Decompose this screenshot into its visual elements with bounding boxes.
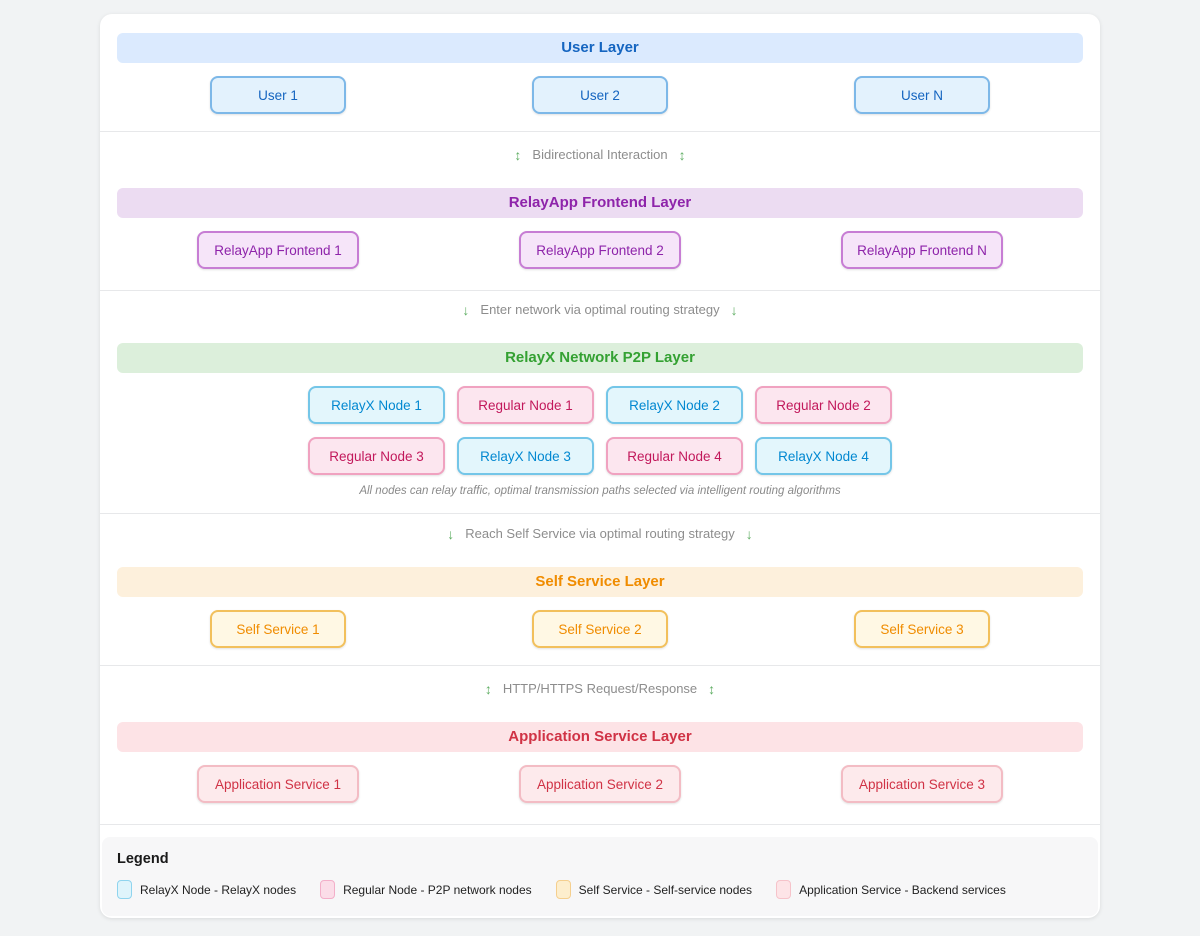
node-cell: Application Service 3 [761,765,1083,803]
app-service-node: Application Service 1 [197,765,359,803]
frontend-node: RelayApp Frontend N [841,231,1003,269]
connector-http-request-response: ↕ HTTP/HTTPS Request/Response ↕ [117,679,1083,699]
self-service-node-row: Self Service 1 Self Service 2 Self Servi… [117,610,1083,648]
legend-items: RelayX Node - RelayX nodes Regular Node … [117,880,1083,899]
down-arrow-icon: ↓ [462,302,470,318]
app-service-node: Application Service 2 [519,765,681,803]
connector-label: Bidirectional Interaction [532,147,668,162]
node-cell: Self Service 1 [117,610,439,648]
node-cell: User 1 [117,76,439,114]
diagram-card: User Layer User 1 User 2 User N ↕ Bidire… [100,14,1100,918]
layer-section-self-service: ↓ Reach Self Service via optimal routing… [100,513,1100,665]
app-service-node: Application Service 3 [841,765,1003,803]
p2p-node: RelayX Node 2 [606,386,743,424]
legend-title: Legend [117,851,169,867]
legend-item: Regular Node - P2P network nodes [320,880,532,899]
p2p-node: Regular Node 1 [457,386,594,424]
layer-section-user: User Layer User 1 User 2 User N [100,14,1100,131]
node-cell: Self Service 2 [439,610,761,648]
user-node-row: User 1 User 2 User N [117,76,1083,114]
updown-arrow-icon: ↕ [678,147,686,163]
p2p-node-row: Regular Node 3 RelayX Node 3 Regular Nod… [117,437,1083,475]
legend-item: RelayX Node - RelayX nodes [117,880,296,899]
p2p-node: RelayX Node 1 [308,386,445,424]
connector-bidirectional-interaction: ↕ Bidirectional Interaction ↕ [117,145,1083,165]
p2p-node: RelayX Node 4 [755,437,892,475]
connector-reach-self-service: ↓ Reach Self Service via optimal routing… [117,524,1083,544]
connector-label: Reach Self Service via optimal routing s… [465,526,735,541]
layer-header-p2p: RelayX Network P2P Layer [117,343,1083,373]
user-node: User N [854,76,990,114]
self-service-node: Self Service 2 [532,610,668,648]
frontend-node: RelayApp Frontend 1 [197,231,359,269]
connector-label: HTTP/HTTPS Request/Response [502,681,698,696]
app-service-node-row: Application Service 1 Application Servic… [117,765,1083,803]
updown-arrow-icon: ↕ [484,681,492,697]
self-service-node: Self Service 1 [210,610,346,648]
node-cell: User 2 [439,76,761,114]
node-cell: Application Service 2 [439,765,761,803]
layer-header-app-service: Application Service Layer [117,722,1083,752]
connector-label: Enter network via optimal routing strate… [480,302,720,317]
legend-item-label: Regular Node - P2P network nodes [343,882,532,897]
legend-item-label: Application Service - Backend services [799,882,1006,897]
legend-swatch-app-service [776,880,792,899]
legend-section: Legend RelayX Node - RelayX nodes Regula… [100,824,1100,916]
node-cell: Application Service 1 [117,765,439,803]
p2p-node: Regular Node 2 [755,386,892,424]
node-cell: RelayApp Frontend 2 [439,231,761,269]
node-cell: RelayApp Frontend 1 [117,231,439,269]
down-arrow-icon: ↓ [447,526,455,542]
updown-arrow-icon: ↕ [708,681,716,697]
down-arrow-icon: ↓ [745,526,753,542]
frontend-node-row: RelayApp Frontend 1 RelayApp Frontend 2 … [117,231,1083,269]
layer-section-p2p: ↓ Enter network via optimal routing stra… [100,290,1100,513]
layer-section-frontend: ↕ Bidirectional Interaction ↕ RelayApp F… [100,131,1100,290]
user-node: User 2 [532,76,668,114]
down-arrow-icon: ↓ [730,302,738,318]
node-cell: Self Service 3 [761,610,1083,648]
p2p-node: Regular Node 3 [308,437,445,475]
legend-swatch-regular [320,880,336,899]
layer-header-user: User Layer [117,33,1083,63]
legend-item: Application Service - Backend services [776,880,1006,899]
updown-arrow-icon: ↕ [514,147,522,163]
connector-enter-network: ↓ Enter network via optimal routing stra… [117,300,1083,320]
p2p-node: RelayX Node 3 [457,437,594,475]
legend-swatch-self-service [555,880,571,899]
layer-header-self-service: Self Service Layer [117,567,1083,597]
legend-item: Self Service - Self-service nodes [555,880,753,899]
node-cell: RelayApp Frontend N [761,231,1083,269]
layer-section-app-service: ↕ HTTP/HTTPS Request/Response ↕ Applicat… [100,665,1100,824]
legend-panel: Legend RelayX Node - RelayX nodes Regula… [102,837,1098,916]
frontend-node: RelayApp Frontend 2 [519,231,681,269]
user-node: User 1 [210,76,346,114]
self-service-node: Self Service 3 [854,610,990,648]
layer-header-frontend: RelayApp Frontend Layer [117,188,1083,218]
p2p-node-row: RelayX Node 1 Regular Node 1 RelayX Node… [117,386,1083,424]
p2p-node: Regular Node 4 [606,437,743,475]
legend-swatch-relayx [117,880,132,899]
legend-item-label: RelayX Node - RelayX nodes [140,882,297,897]
legend-item-label: Self Service - Self-service nodes [578,882,753,897]
p2p-note: All nodes can relay traffic, optimal tra… [359,485,841,497]
node-cell: User N [761,76,1083,114]
